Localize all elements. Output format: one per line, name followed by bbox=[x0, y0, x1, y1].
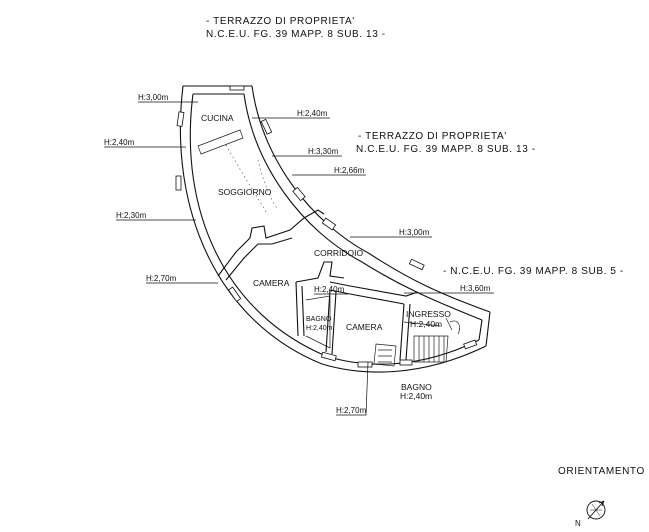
room-bagno-bottom-height: H:2,40m bbox=[400, 391, 432, 401]
height-label-11: H:2,70m bbox=[336, 406, 367, 415]
height-label-3: H:2,40m bbox=[104, 138, 135, 147]
partitions bbox=[197, 129, 460, 367]
room-ingresso: INGRESSO bbox=[406, 309, 451, 319]
note-terrazzo-top-2: N.C.E.U. FG. 39 MAPP. 8 SUB. 13 - bbox=[206, 29, 386, 40]
orientation-label: ORIENTAMENTO bbox=[558, 466, 645, 477]
height-label-5: H:2,66m bbox=[334, 166, 365, 175]
height-annotations: H:3,00m H:2,40m H:2,40m H:3,30m H:2,66m … bbox=[104, 93, 494, 416]
building-walls bbox=[179, 85, 491, 373]
room-corridoio: CORRIDOIO bbox=[314, 248, 364, 258]
height-label-7: H:3,00m bbox=[399, 228, 430, 237]
room-camera-2: CAMERA bbox=[346, 322, 383, 332]
height-label-1: H:3,00m bbox=[138, 93, 169, 102]
north-label: N bbox=[575, 519, 581, 528]
north-arrow-icon bbox=[586, 500, 606, 520]
height-label-9: H:2,40m bbox=[314, 285, 345, 294]
windows bbox=[175, 85, 478, 368]
room-soggiorno: SOGGIORNO bbox=[218, 187, 272, 197]
room-ingresso-height: H:2,40m bbox=[410, 319, 442, 329]
height-label-10: H:3,60m bbox=[460, 284, 491, 293]
note-terrazzo-right-2: N.C.E.U. FG. 39 MAPP. 8 SUB. 13 - bbox=[356, 144, 536, 155]
note-sub5: - N.C.E.U. FG. 39 MAPP. 8 SUB. 5 - bbox=[443, 266, 624, 277]
height-label-2: H:2,40m bbox=[297, 109, 328, 118]
room-camera-1: CAMERA bbox=[253, 278, 290, 288]
height-label-6: H:2,30m bbox=[116, 211, 147, 220]
room-bagno-small: BAGNO bbox=[306, 316, 332, 323]
room-bagno-small-height: H:2,40m bbox=[306, 325, 333, 332]
room-cucina: CUCINA bbox=[201, 113, 234, 123]
height-label-8: H:2,70m bbox=[146, 274, 177, 283]
height-label-4: H:3,30m bbox=[308, 147, 339, 156]
room-bagno-bottom: BAGNO bbox=[401, 382, 432, 392]
note-terrazzo-top-1: - TERRAZZO DI PROPRIETA' bbox=[206, 16, 355, 27]
note-terrazzo-right-1: - TERRAZZO DI PROPRIETA' bbox=[358, 131, 507, 142]
